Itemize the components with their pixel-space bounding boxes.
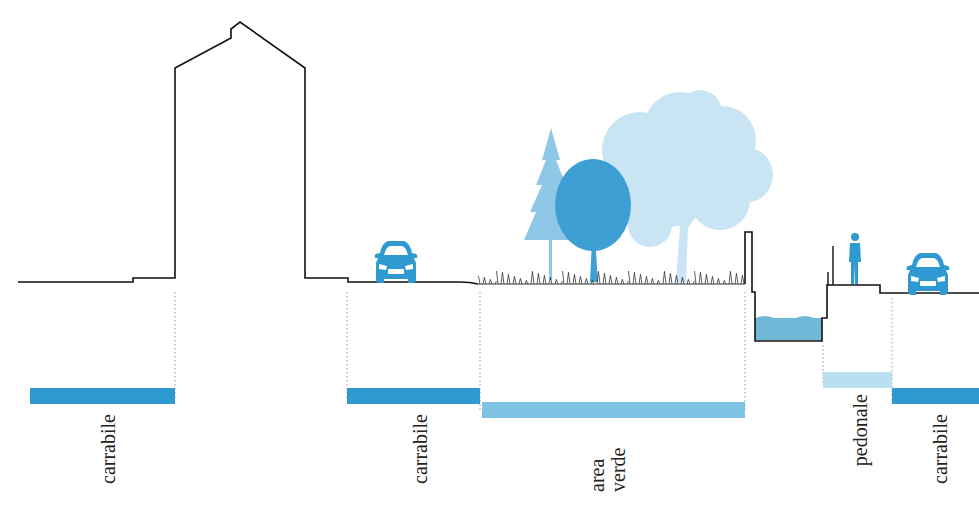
trees (524, 90, 773, 282)
canal-profile (745, 232, 979, 341)
use-label: carrabile (410, 414, 431, 484)
water (755, 318, 822, 340)
person-icon (849, 233, 861, 284)
grass (478, 271, 745, 284)
use-label: carrabile (98, 414, 119, 484)
use-label: carrabile (930, 414, 951, 484)
use-label: area verde (587, 426, 629, 492)
use-bands (30, 372, 979, 418)
car-icon (375, 241, 418, 283)
ground-line (18, 22, 478, 284)
use-label: pedonale (850, 394, 871, 466)
car-icon (907, 253, 950, 295)
guide-lines (175, 292, 892, 412)
